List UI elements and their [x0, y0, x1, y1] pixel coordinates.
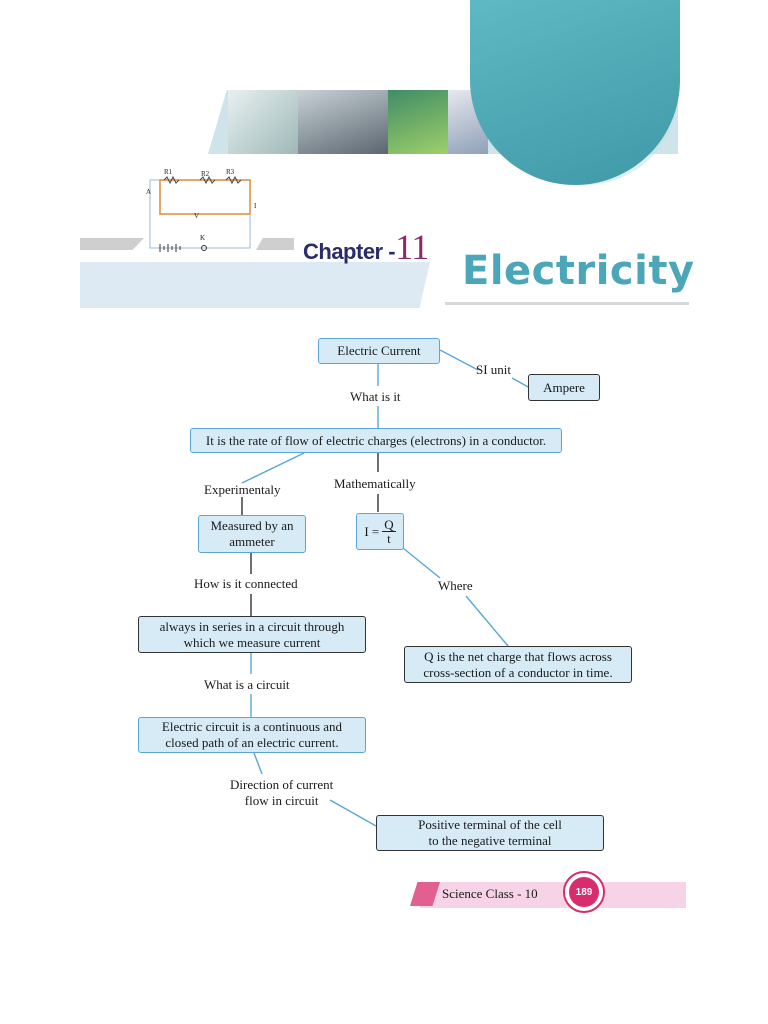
node-measured-by-ammeter: Measured by an ammeter: [198, 515, 306, 553]
label-what-is-it: What is it: [350, 389, 401, 404]
label-experimentaly: Experimentaly: [204, 482, 281, 497]
label-si-unit: SI unit: [476, 362, 512, 377]
label-mathematically: Mathematically: [334, 476, 416, 491]
header-disc: [470, 0, 680, 185]
node-q-definition: Q is the net charge that flows across cr…: [404, 646, 632, 683]
grey-bar-mid: [256, 238, 294, 250]
label-where: Where: [438, 578, 473, 593]
label-what-is-circuit: What is a circuit: [204, 677, 290, 692]
circuit-diagram: R1 R2 R3 A V K I: [146, 168, 257, 252]
footer-band: [420, 882, 686, 908]
node-definition: It is the rate of flow of electric charg…: [190, 428, 562, 453]
page-number-badge: 189: [563, 871, 605, 913]
circuit-label-r1: R1: [164, 168, 173, 176]
node-ampere: Ampere: [528, 374, 600, 401]
circuit-label-a: A: [146, 188, 151, 196]
node-electric-current: Electric Current: [318, 338, 440, 364]
node-series: always in series in a circuit through wh…: [138, 616, 366, 653]
title-underline: [445, 302, 689, 305]
chapter-heading: Chapter -11: [303, 226, 429, 268]
label-how-connected: How is it connected: [194, 576, 298, 591]
circuit-label-k: K: [200, 234, 205, 242]
node-terminal: Positive terminal of the cell to the neg…: [376, 815, 604, 851]
formula-denominator: t: [387, 531, 391, 546]
formula-fraction: Q t: [382, 517, 396, 546]
formula-lhs: I =: [364, 523, 380, 539]
label-direction: Direction of current flow in circuit: [230, 777, 334, 808]
circuit-label-r2: R2: [201, 170, 210, 178]
chapter-band: [80, 262, 430, 308]
circuit-label-r3: R3: [226, 168, 235, 176]
page-number: 189: [569, 877, 599, 907]
circuit-label-v: V: [194, 212, 199, 220]
chapter-number: 11: [395, 227, 429, 267]
chapter-title: Electricity: [462, 248, 695, 294]
grey-bar-left: [80, 238, 144, 250]
node-circuit-definition: Electric circuit is a continuous and clo…: [138, 717, 366, 753]
node-formula: I = Q t: [356, 513, 404, 550]
formula-numerator: Q: [382, 517, 396, 532]
circuit-label-i: I: [254, 202, 257, 210]
chapter-label: Chapter -: [303, 239, 396, 264]
footer-book-title: Science Class - 10: [442, 886, 538, 901]
